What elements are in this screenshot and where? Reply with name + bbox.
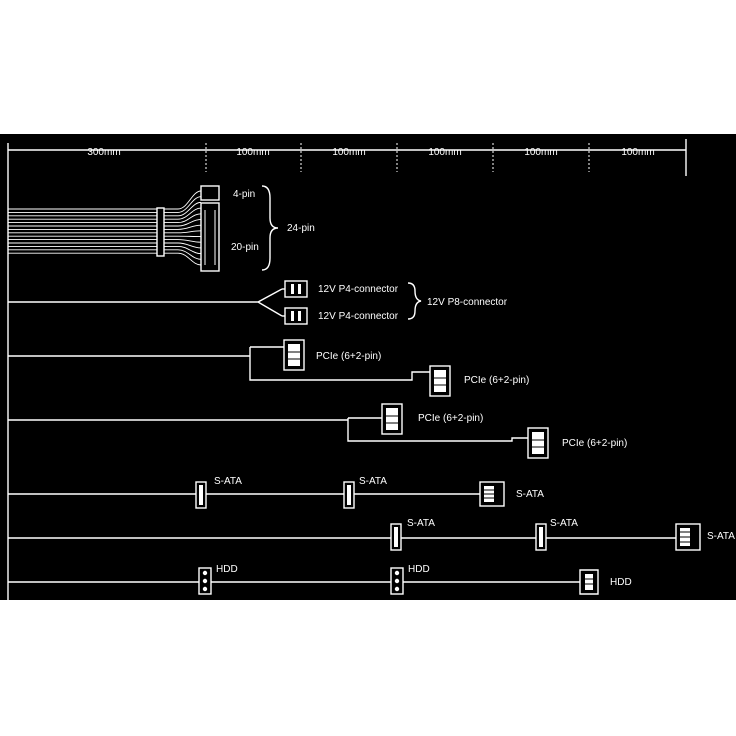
atx-24pin-cable: 4-pin 20-pin 24-pin: [8, 185, 315, 272]
ruler-label-100mm-3: 100mm: [428, 147, 461, 158]
sata-cable-1: S-ATA S-ATA S-ATA: [8, 476, 544, 509]
sata-cable-2: S-ATA S-ATA S-ATA: [8, 518, 735, 551]
sata1-label-b: S-ATA: [359, 476, 387, 487]
atx-wire: [8, 245, 202, 255]
atx-wire: [8, 224, 202, 230]
pcie2-label-b: PCIe (6+2-pin): [562, 438, 627, 449]
sata2-label-a: S-ATA: [407, 518, 435, 529]
atx-wire: [8, 242, 202, 249]
atx-20pin-connector: [200, 202, 220, 272]
atx-wire: [8, 207, 202, 220]
cpu-p8-cable: 12V P4-connector 12V P4-connector 12V P8…: [8, 280, 508, 325]
sata1-label-a: S-ATA: [214, 476, 242, 487]
hdd-label-c: HDD: [610, 577, 632, 588]
atx-20pin-label: 20-pin: [231, 242, 259, 253]
ruler-label-100mm-1: 100mm: [236, 147, 269, 158]
ruler-label-300mm: 300mm: [87, 147, 120, 158]
atx-wire: [8, 239, 202, 243]
pcie-cable-1: PCIe (6+2-pin) PCIe (6+2-pin): [8, 339, 529, 397]
cpu-p4-connector-b: [284, 307, 308, 325]
sata2-label-b: S-ATA: [550, 518, 578, 529]
ruler-label-100mm-2: 100mm: [332, 147, 365, 158]
sata2-label-c: S-ATA: [707, 531, 735, 542]
ruler-label-100mm-4: 100mm: [524, 147, 557, 158]
atx-cable-sleeve-end: [156, 207, 165, 257]
atx-wire: [8, 249, 202, 260]
pcie1-label-b: PCIe (6+2-pin): [464, 375, 529, 386]
atx-wire: [8, 219, 202, 227]
atx-wire: [8, 201, 202, 217]
atx-24pin-label: 24-pin: [287, 223, 315, 234]
atx-4pin-connector: [200, 185, 220, 201]
pcie-cable-2: PCIe (6+2-pin) PCIe (6+2-pin): [8, 403, 627, 459]
cpu-p4-connector-a: [284, 280, 308, 298]
pcie1-label-a: PCIe (6+2-pin): [316, 351, 381, 362]
cpu-p4-label-a: 12V P4-connector: [318, 284, 399, 295]
atx-wire-bundle: [8, 190, 202, 266]
atx-4pin-label: 4-pin: [233, 189, 255, 200]
cpu-p4-label-b: 12V P4-connector: [318, 311, 399, 322]
atx-wire: [8, 190, 202, 210]
atx-wire: [8, 252, 202, 266]
atx-wire: [8, 213, 202, 224]
hdd-label-b: HDD: [408, 564, 430, 575]
atx-wire: [8, 230, 202, 234]
sata1-label-c: S-ATA: [516, 489, 544, 500]
diagram-background: [0, 134, 736, 600]
pcie2-label-a: PCIe (6+2-pin): [418, 413, 483, 424]
hdd-label-a: HDD: [216, 564, 238, 575]
cpu-p8-label: 12V P8-connector: [427, 297, 508, 308]
ruler-label-100mm-5: 100mm: [621, 147, 654, 158]
atx-wire: [8, 196, 202, 213]
hdd-molex-cable: HDD HDD HDD: [8, 564, 632, 595]
